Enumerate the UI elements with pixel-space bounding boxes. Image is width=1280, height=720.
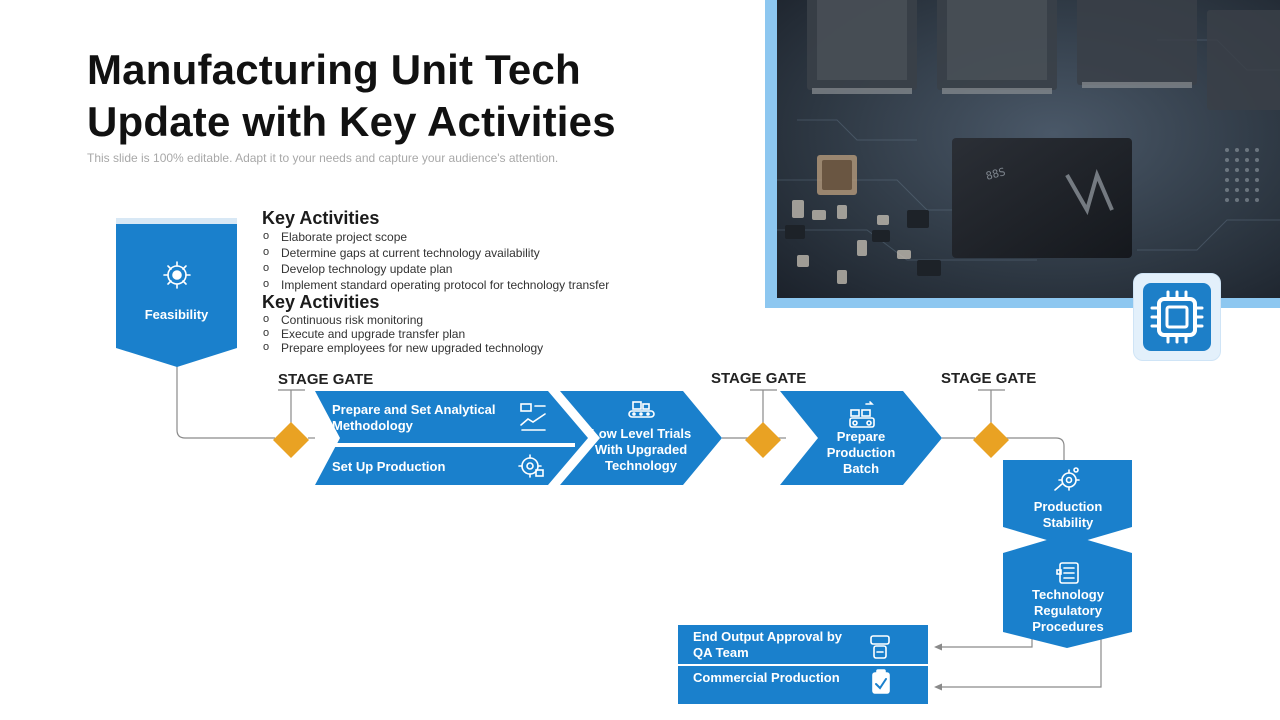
feasibility-label: Feasibility [144,307,209,322]
approval-stamp-icon [870,635,890,659]
production-line-icon [849,401,875,428]
stage-gate-label: STAGE GATE [941,370,1037,387]
tech-regulatory-label: Technology Regulatory Procedures [1032,587,1104,634]
list-item: Execute and upgrade transfer plan [262,326,682,341]
list-item: Elaborate project scope [262,228,682,245]
key-activities-block-2: Key Activities Continuous risk monitorin… [262,292,682,355]
stability-gears-icon [1054,467,1080,491]
key-activities-block-1: Key Activities Elaborate project scope D… [262,208,682,293]
arrowhead [934,643,942,651]
connector-line [176,366,275,439]
stage-gate-tick [978,389,1005,424]
list-item: Prepare employees for new upgraded techn… [262,340,682,355]
connector-line [1006,437,1065,462]
clipboard-check-icon [872,669,890,694]
list-item: Continuous risk monitoring [262,312,682,327]
key-activities-list: Continuous risk monitoring Execute and u… [262,312,682,355]
feasibility-box [116,224,237,367]
microchip-badge [1133,273,1221,361]
prepare-batch-chevron [780,391,942,485]
list-item: Develop technology update plan [262,260,682,277]
feasibility-top-strip [116,218,237,224]
list-item: Determine gaps at current technology ava… [262,244,682,261]
circuit-board-image: 88S [777,0,1280,298]
page-title: Manufacturing Unit Tech Update with Key … [87,46,616,145]
gear-head-icon [163,261,191,289]
stage-gate-diamond [973,422,1009,458]
regulatory-checklist-icon [1056,562,1079,584]
stage-gate-label: STAGE GATE [278,371,374,388]
key-activities-heading: Key Activities [262,292,380,312]
connector-line [942,632,1102,688]
list-item: Implement standard operating protocol fo… [262,276,682,293]
tech-regulatory-box [1003,534,1132,648]
page-subtitle: This slide is 100% editable. Adapt it to… [87,151,559,165]
stage-gate-label: STAGE GATE [711,370,807,387]
setup-production-label: Set Up Production [332,459,446,474]
analytics-chart-icon [520,403,546,431]
commercial-label: Commercial Production [693,670,840,685]
end-output-label: End Output Approval by QA Team [693,629,843,660]
production-stability-box [1003,460,1132,546]
low-level-trials-label: Low Level Trials With Upgraded Technolog… [590,426,692,473]
prepare-setup-chevron [315,391,588,485]
microchip-icon [1150,290,1204,344]
prepare-methodology-label: Prepare and Set Analytical Methodology [332,402,496,433]
circuit-board-photo: 88S [765,0,1280,308]
prepare-batch-label: Prepare Production Batch [826,429,896,476]
svg-text:88S: 88S [984,165,1007,183]
stage-gate-diamond [273,422,309,458]
production-stability-label: Production Stability [1033,499,1103,530]
stage-gate-diamond [745,422,781,458]
key-activities-list: Elaborate project scope Determine gaps a… [262,228,682,293]
stage-gate-tick [278,389,305,424]
stage-gate-tick [750,389,777,424]
arrowhead [934,683,942,691]
chevron-notch [315,391,340,485]
gear-settings-icon [518,454,544,478]
low-level-trials-chevron [560,391,722,485]
key-activities-heading: Key Activities [262,208,380,228]
conveyor-belt-icon [628,401,655,418]
